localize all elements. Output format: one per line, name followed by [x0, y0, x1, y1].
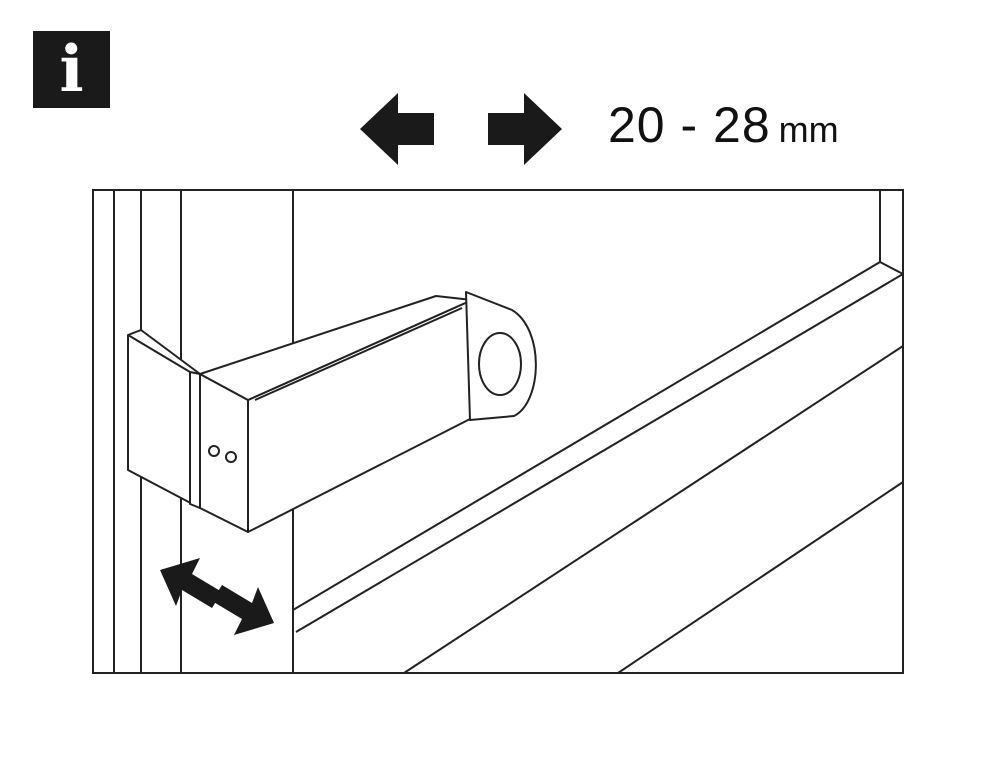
arrow-left-icon — [360, 93, 434, 165]
window-sill — [292, 261, 904, 674]
info-icon: i — [33, 31, 110, 108]
measurement-range: 20 - 28 — [608, 97, 771, 153]
measurement-unit: mm — [778, 109, 839, 150]
arrow-right-icon — [488, 93, 562, 165]
double-arrow-diagonal-icon — [160, 558, 274, 635]
mounting-bracket-icon — [127, 291, 537, 533]
